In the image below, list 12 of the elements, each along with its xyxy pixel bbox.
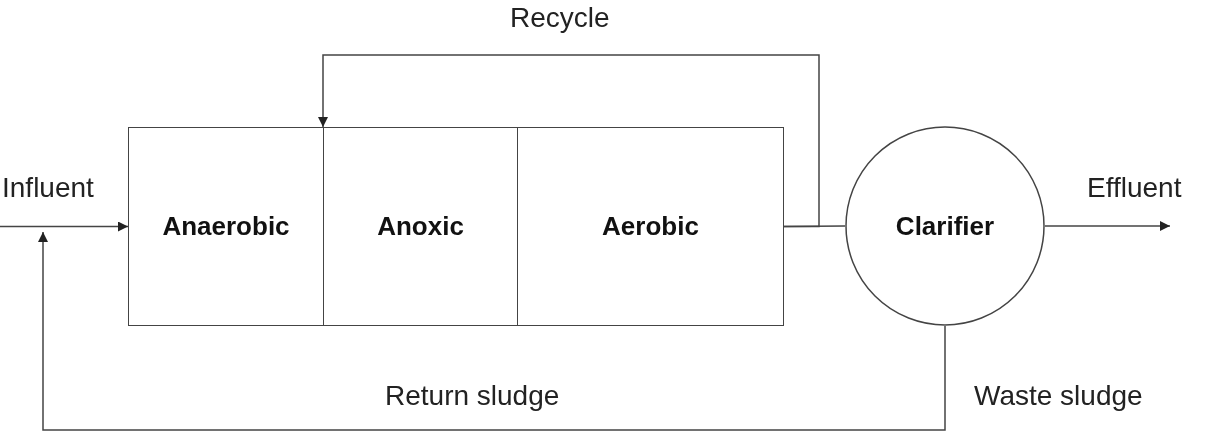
zone-box: [128, 127, 324, 326]
zone-box: [323, 127, 518, 326]
flow-arrow: [318, 54, 820, 228]
node-label: Clarifier: [895, 210, 995, 242]
flow-arrow: [0, 221, 129, 232]
node-label: Aerobic: [602, 211, 699, 242]
clarifier-circle: [845, 126, 1045, 326]
flow-arrow: [38, 231, 946, 431]
flow-arrow: [1044, 221, 1171, 231]
node-label: Anoxic: [377, 211, 464, 242]
node-label: Anaerobic: [162, 211, 290, 242]
zone-box: [517, 127, 784, 326]
